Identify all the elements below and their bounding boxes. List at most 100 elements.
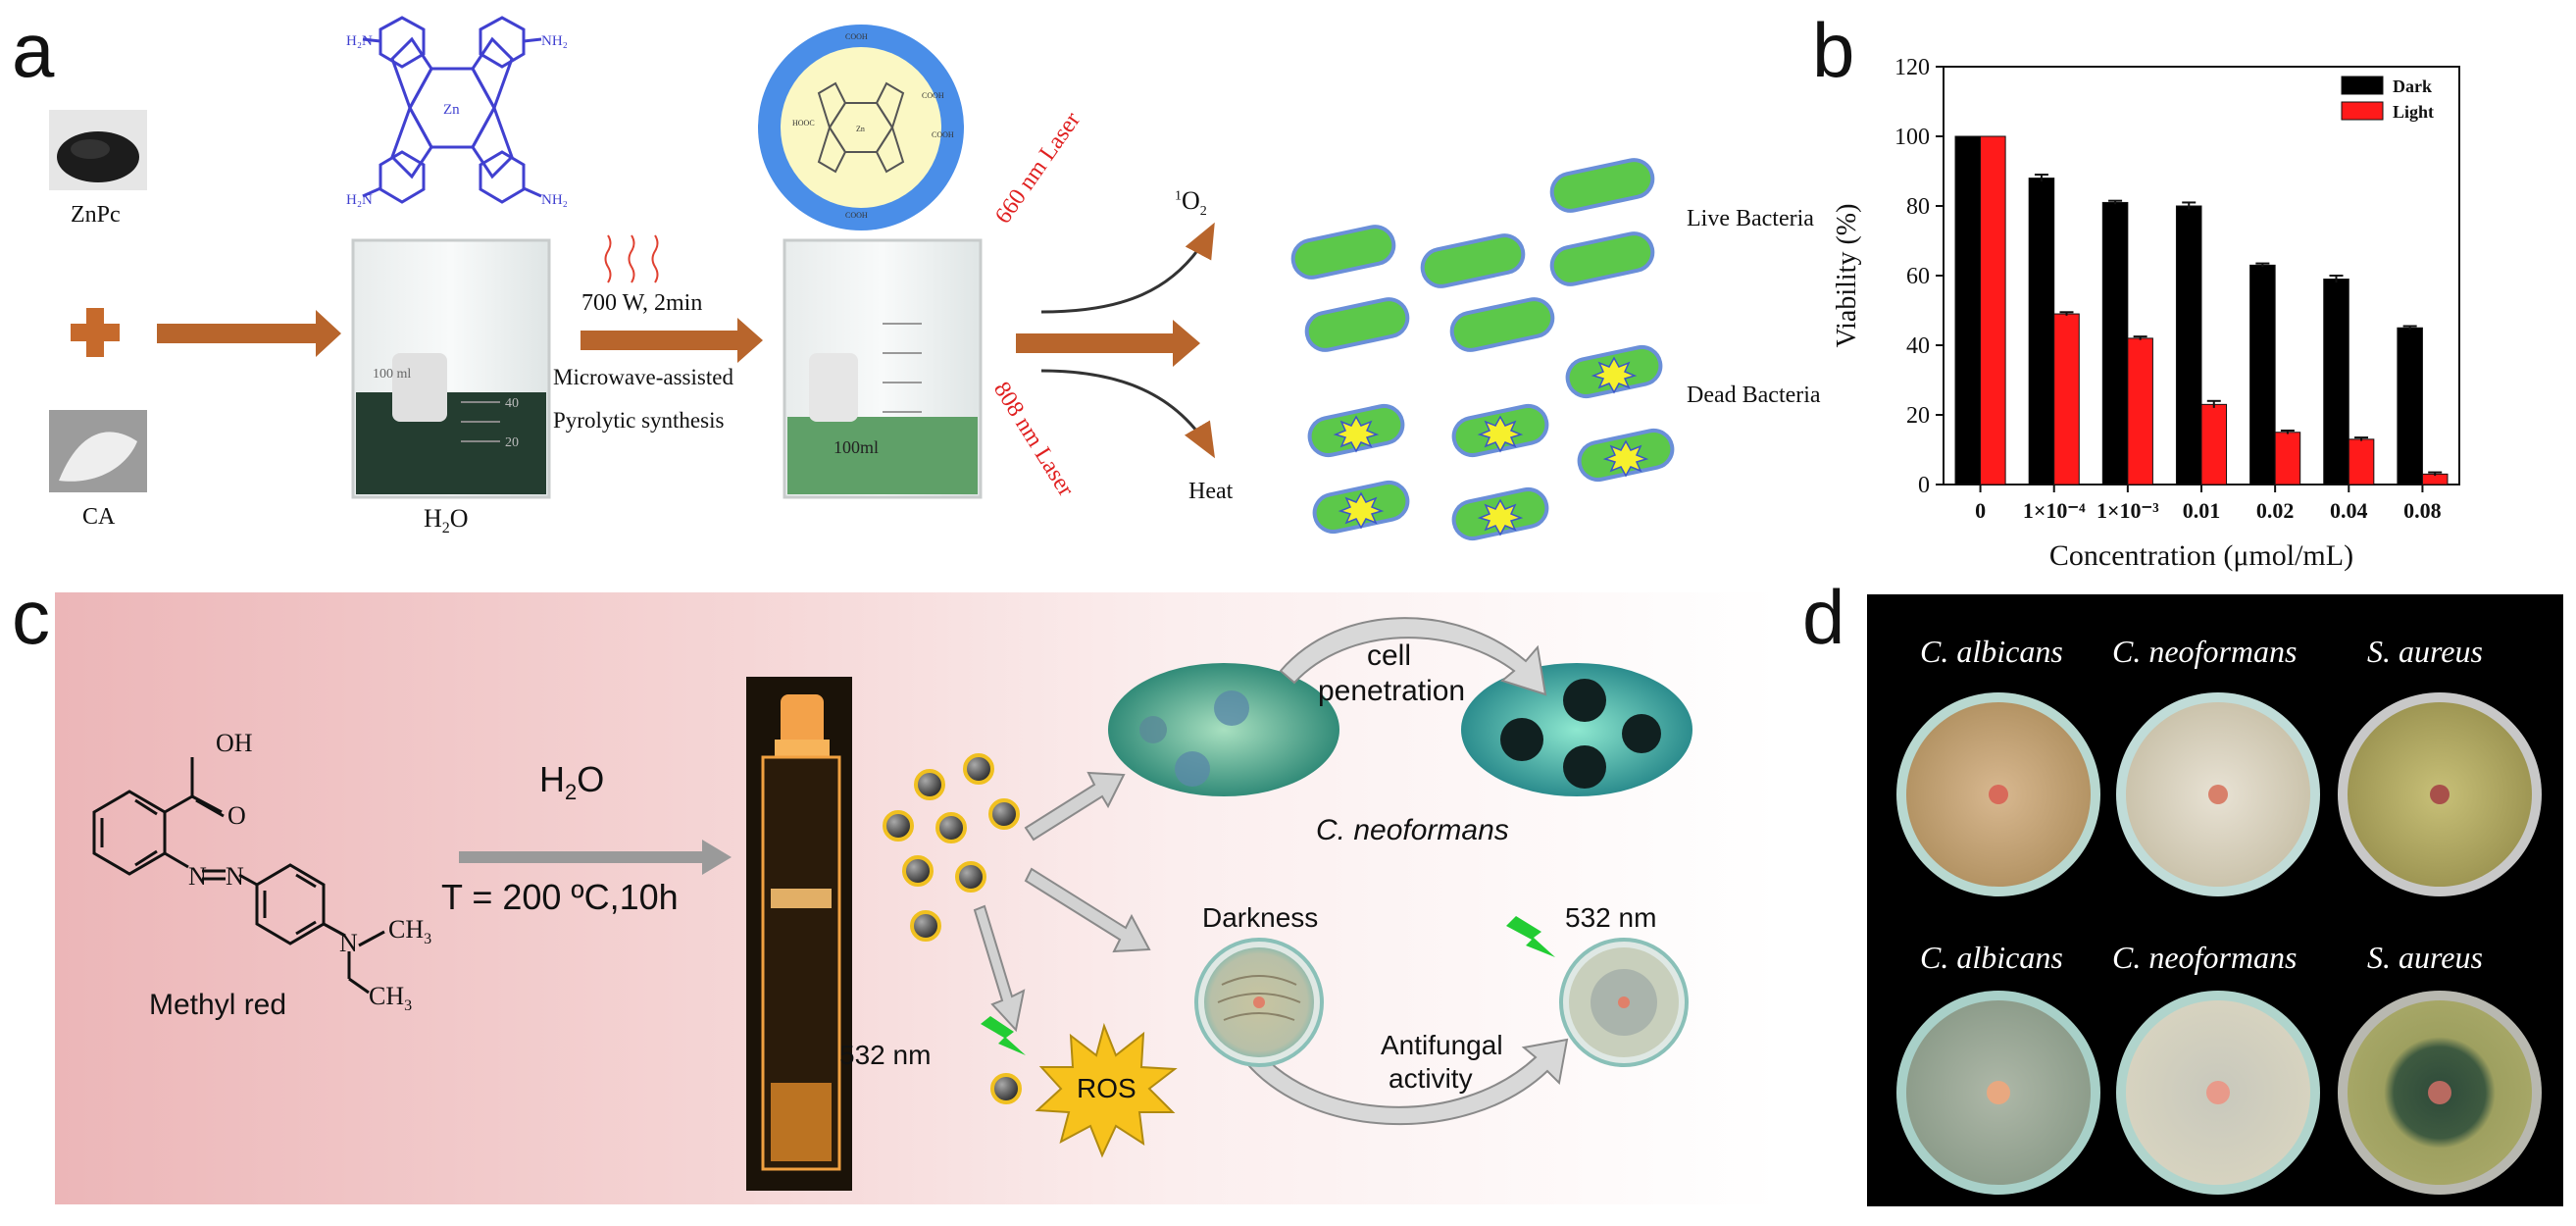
zinc-phthalocyanine-structure — [362, 16, 542, 204]
plate-label-row2-1: C. albicans — [1920, 940, 2063, 975]
svg-text:NH₂: NH₂ — [541, 192, 568, 208]
singlet-oxygen-sup: 1 — [1175, 188, 1182, 204]
heat-label: Heat — [1188, 479, 1234, 504]
x-tick-label: 0 — [1975, 498, 1986, 523]
method-line-1: Microwave-assisted — [553, 365, 733, 389]
y-tick-label: 20 — [1906, 403, 1930, 429]
bar-light — [2200, 403, 2228, 485]
reaction-condition: T = 200 ºC,10h — [441, 877, 679, 917]
plate-label-row2-2: C. neoformans — [2112, 940, 2298, 975]
cell-penetration-line-2: penetration — [1318, 675, 1466, 707]
methyl-red-atom-labels: OH O N N N CH3 CH3 — [188, 729, 431, 1014]
cell-image-after — [1461, 663, 1692, 796]
x-tick-label: 1×10⁻⁴ — [2023, 498, 2086, 523]
water-label: H2O — [424, 504, 469, 537]
svg-text:HOOC: HOOC — [792, 119, 815, 128]
x-axis-label: Concentration (μmol/mL) — [2049, 539, 2353, 572]
svg-text:NH₂: NH₂ — [541, 33, 568, 49]
bar-dark — [2323, 279, 2349, 485]
x-tick-label: 1×10⁻³ — [2096, 498, 2159, 523]
znpc-label: ZnPc — [71, 202, 121, 228]
bar-dark — [2175, 205, 2202, 485]
petri-dish-s-aureus-dark — [2338, 692, 2542, 896]
live-bacteria-group — [1290, 158, 1655, 352]
svg-text:COOH: COOH — [922, 91, 944, 100]
water-reagent-o: O — [577, 759, 605, 799]
agar-plate-532nm — [1559, 938, 1689, 1067]
cell-penetration-line-1: cell — [1367, 639, 1412, 672]
beaker-2: 100ml — [783, 238, 983, 499]
plus-icon — [71, 308, 120, 357]
petri-dish-grid — [1896, 692, 2542, 1195]
petri-dish-c-albicans-light — [1896, 991, 2100, 1195]
legend-label-light: Light — [2393, 102, 2434, 122]
curved-arrow-up-icon — [1040, 222, 1215, 314]
svg-text:Zn: Zn — [443, 102, 460, 118]
petri-dish-c-neoformans-dark — [2116, 692, 2320, 896]
x-tick-label: 0.02 — [2256, 498, 2295, 523]
panel-c: OH O N N N CH3 CH3 — [55, 592, 1779, 1204]
legend-swatch-dark — [2341, 76, 2384, 95]
legend-label-dark: Dark — [2393, 77, 2432, 96]
arrow-right-icon — [1016, 320, 1200, 367]
ca-label: CA — [82, 504, 116, 530]
plate-row-2 — [1896, 991, 2542, 1195]
gray-arrows — [973, 771, 1151, 1033]
svg-text:H₂N: H₂N — [346, 33, 373, 49]
ch3-bottom: CH3 — [369, 982, 412, 1014]
y-tick-label: 0 — [1918, 473, 1930, 498]
live-bacteria-label: Live Bacteria — [1687, 206, 1814, 231]
methyl-red-name: Methyl red — [149, 989, 287, 1021]
svg-text:Zn: Zn — [856, 125, 865, 133]
ca-powder-photo — [49, 410, 147, 492]
dead-bacteria-label: Dead Bacteria — [1687, 383, 1821, 408]
svg-text:COOH: COOH — [845, 211, 868, 220]
x-tick-label: 0.04 — [2330, 498, 2368, 523]
curved-arrow-top-icon — [1279, 617, 1547, 696]
svg-text:COOH: COOH — [845, 32, 868, 41]
beaker-1-mark-40: 40 — [505, 396, 519, 411]
bar-dark — [2397, 327, 2423, 485]
water-o: O — [449, 504, 469, 533]
bar-light — [2127, 337, 2153, 485]
plate-label-row1-1: C. albicans — [1920, 634, 2063, 669]
y-tick-label: 60 — [1906, 264, 1930, 289]
azo-n1: N — [188, 862, 207, 891]
ros-label: ROS — [1077, 1073, 1136, 1103]
panel-c-graphics: OH O N N N CH3 CH3 — [92, 617, 1692, 1191]
water-reagent-label: H2O — [539, 759, 604, 805]
arrow-right-icon — [157, 310, 341, 357]
y-axis-label: Viability (%) — [1832, 204, 1862, 348]
panel-label-b: b — [1812, 7, 1855, 93]
bar-dark — [2101, 201, 2129, 485]
arrow-right-icon — [581, 318, 763, 363]
singlet-oxygen-o: O — [1182, 186, 1200, 215]
y-tick-label: 40 — [1906, 333, 1930, 359]
x-tick-label: 0.01 — [2183, 498, 2221, 523]
agar-plate-darkness — [1194, 938, 1324, 1067]
lightning-icon — [981, 1016, 1026, 1055]
bar-dark — [2249, 264, 2276, 485]
beaker-1-mark-100: 100 ml — [373, 367, 411, 382]
carbonyl-o: O — [227, 801, 246, 830]
amine-n: N — [339, 929, 358, 957]
antifungal-line-2: activity — [1389, 1063, 1473, 1094]
acid-label: OH — [216, 729, 253, 757]
cell-image-before — [1108, 663, 1339, 796]
organism-label: C. neoformans — [1316, 814, 1509, 846]
znpc-powder-photo — [49, 110, 147, 190]
singlet-oxygen-label: 1O2 — [1175, 186, 1207, 220]
bar-dark — [1954, 135, 1982, 485]
y-tick-label: 80 — [1906, 194, 1930, 220]
singlet-oxygen-sub: 2 — [1199, 204, 1207, 220]
microwave-wave-icon — [604, 234, 659, 283]
bar-light — [1980, 135, 2006, 485]
panel-d: C. albicans C. neoformans S. aureus C. a… — [1867, 594, 2563, 1206]
darkness-label: Darkness — [1202, 902, 1319, 933]
curved-arrow-bottom-icon — [1236, 1038, 1569, 1126]
lightning-icon — [1506, 916, 1555, 957]
